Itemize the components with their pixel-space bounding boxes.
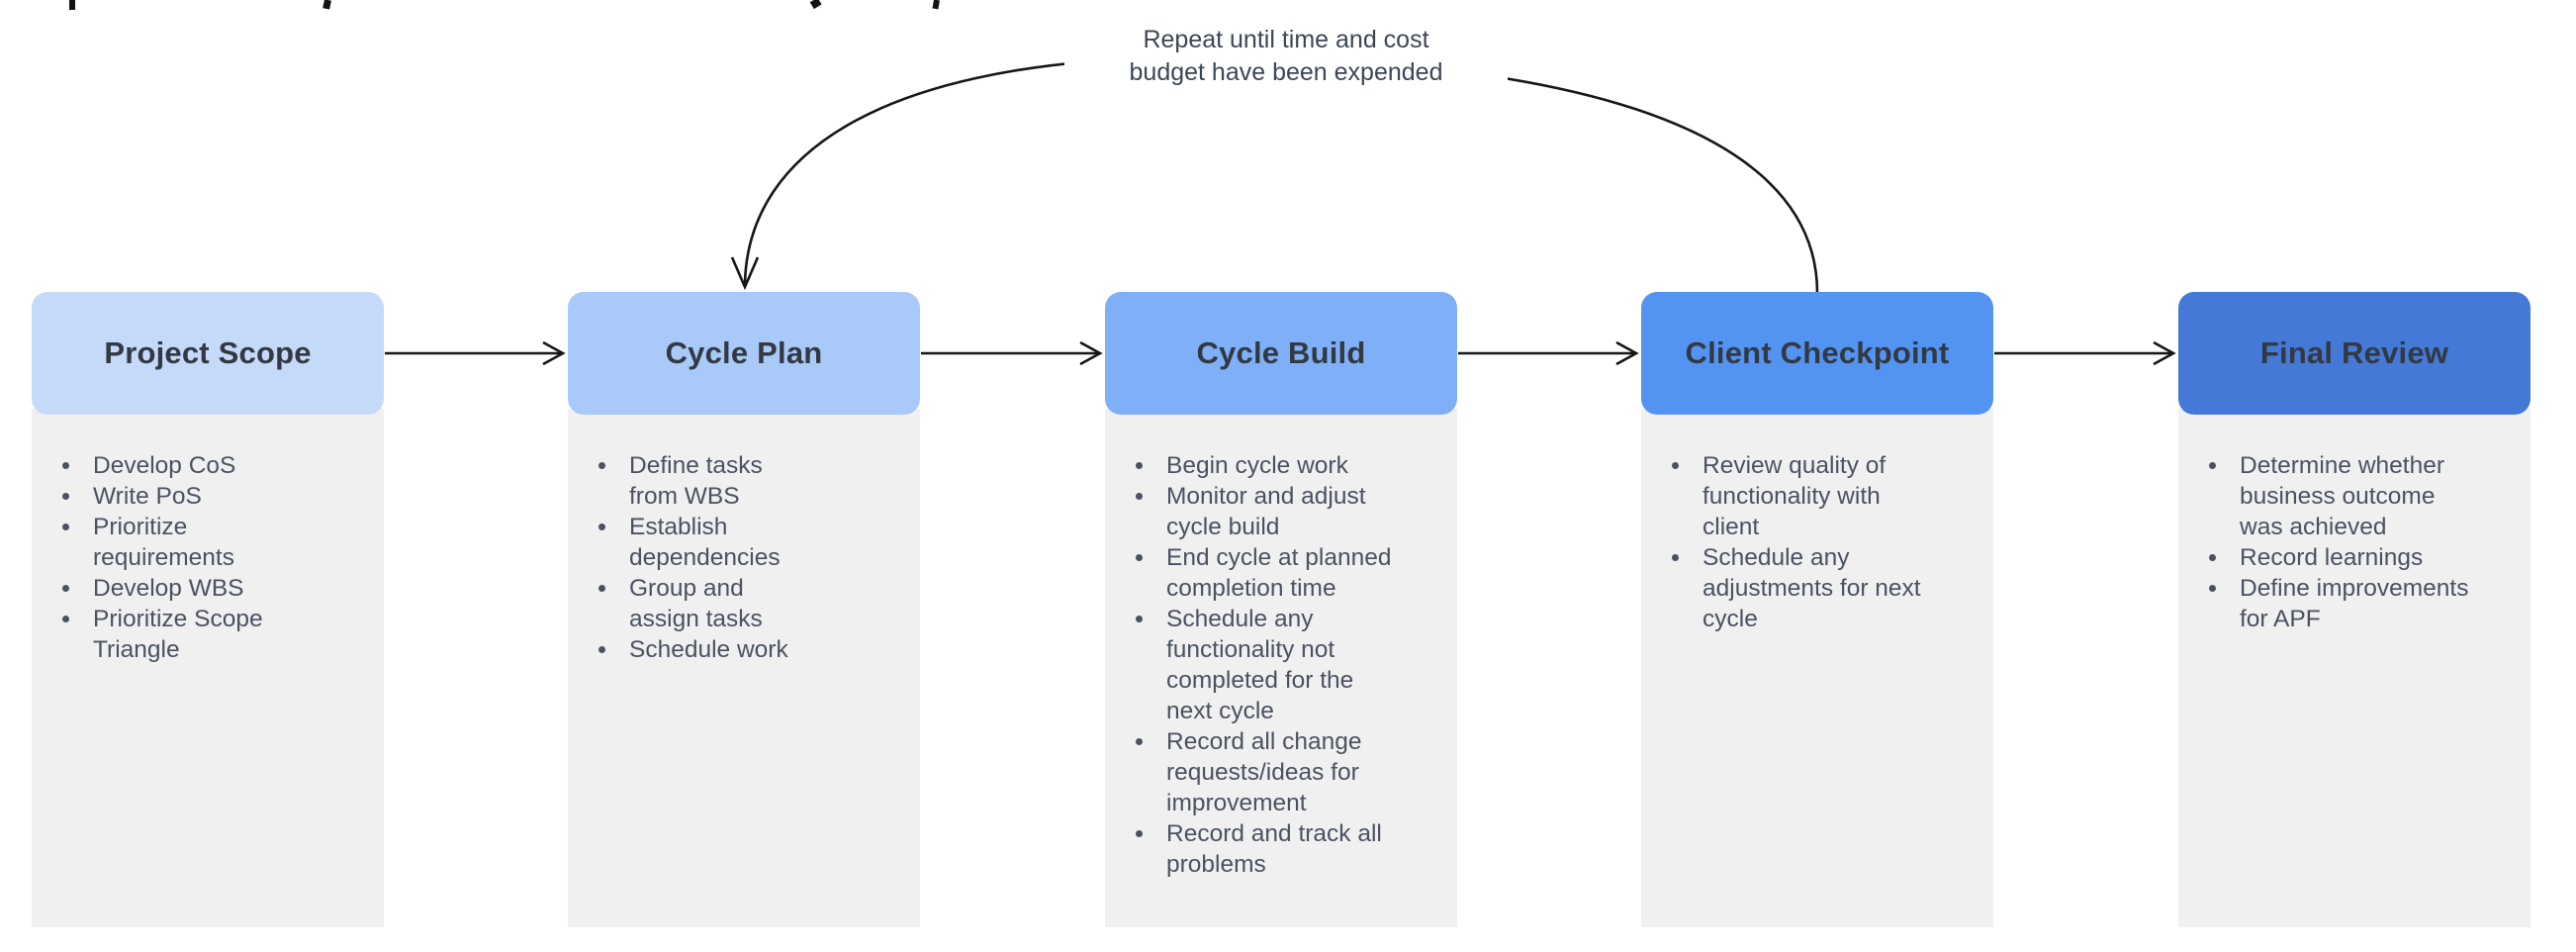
task-item: Determine whether business outcome was a… [2204,450,2515,542]
task-item: End cycle at planned completion time [1131,542,1441,604]
repeat-arrowhead-down-icon [730,256,760,291]
task-item: Record all change requests/ideas for imp… [1131,726,1441,818]
stage-body: Review quality of functionality with cli… [1641,409,1993,927]
task-item: Develop WBS [57,573,368,604]
stage-task-list: Determine whether business outcome was a… [2204,450,2515,634]
arrowhead-right-icon [1079,340,1103,366]
stage-header: Client Checkpoint [1641,292,1993,415]
task-item: Prioritize requirements [57,512,368,573]
task-item: Establish dependencies [594,512,904,573]
stage-title: Cycle Plan [665,335,823,370]
task-item: Monitor and adjust cycle build [1131,481,1441,542]
task-item: Begin cycle work [1131,450,1441,481]
arrowhead-right-icon [2153,340,2176,366]
arrowhead-right-icon [542,340,566,366]
stage-title: Cycle Build [1196,335,1366,370]
task-item: Define improvements for APF [2204,573,2515,634]
cropped-text-remnant [69,0,75,10]
stage-header: Final Review [2178,292,2530,415]
task-item: Schedule any adjustments for next cycle [1667,542,1978,634]
task-item: Define tasks from WBS [594,450,904,512]
task-item: Develop CoS [57,450,368,481]
repeat-arc-line [743,55,1819,294]
stage-client-checkpoint: Client Checkpoint Review quality of func… [1641,292,1993,928]
stage-title: Project Scope [104,335,312,370]
task-item: Schedule any functionality not completed… [1131,604,1441,726]
task-item: Review quality of functionality with cli… [1667,450,1978,542]
stage-body: Determine whether business outcome was a… [2178,409,2530,927]
stage-header: Cycle Build [1105,292,1457,415]
arrowhead-right-icon [1615,340,1639,366]
task-item: Write PoS [57,481,368,512]
task-item: Prioritize Scope Triangle [57,604,368,665]
stage-header: Project Scope [32,292,384,415]
stage-title: Client Checkpoint [1685,335,1950,370]
repeat-annotation: Repeat until time and cost budget have b… [1064,24,1508,89]
task-item: Group and assign tasks [594,573,904,634]
stage-task-list: Review quality of functionality with cli… [1667,450,1978,634]
task-item: Record and track all problems [1131,818,1441,880]
stage-header: Cycle Plan [568,292,920,415]
task-item: Record learnings [2204,542,2515,573]
task-item: Schedule work [594,634,904,665]
stage-title: Final Review [2259,335,2449,370]
stage-final-review: Final Review Determine whether business … [2178,292,2530,928]
